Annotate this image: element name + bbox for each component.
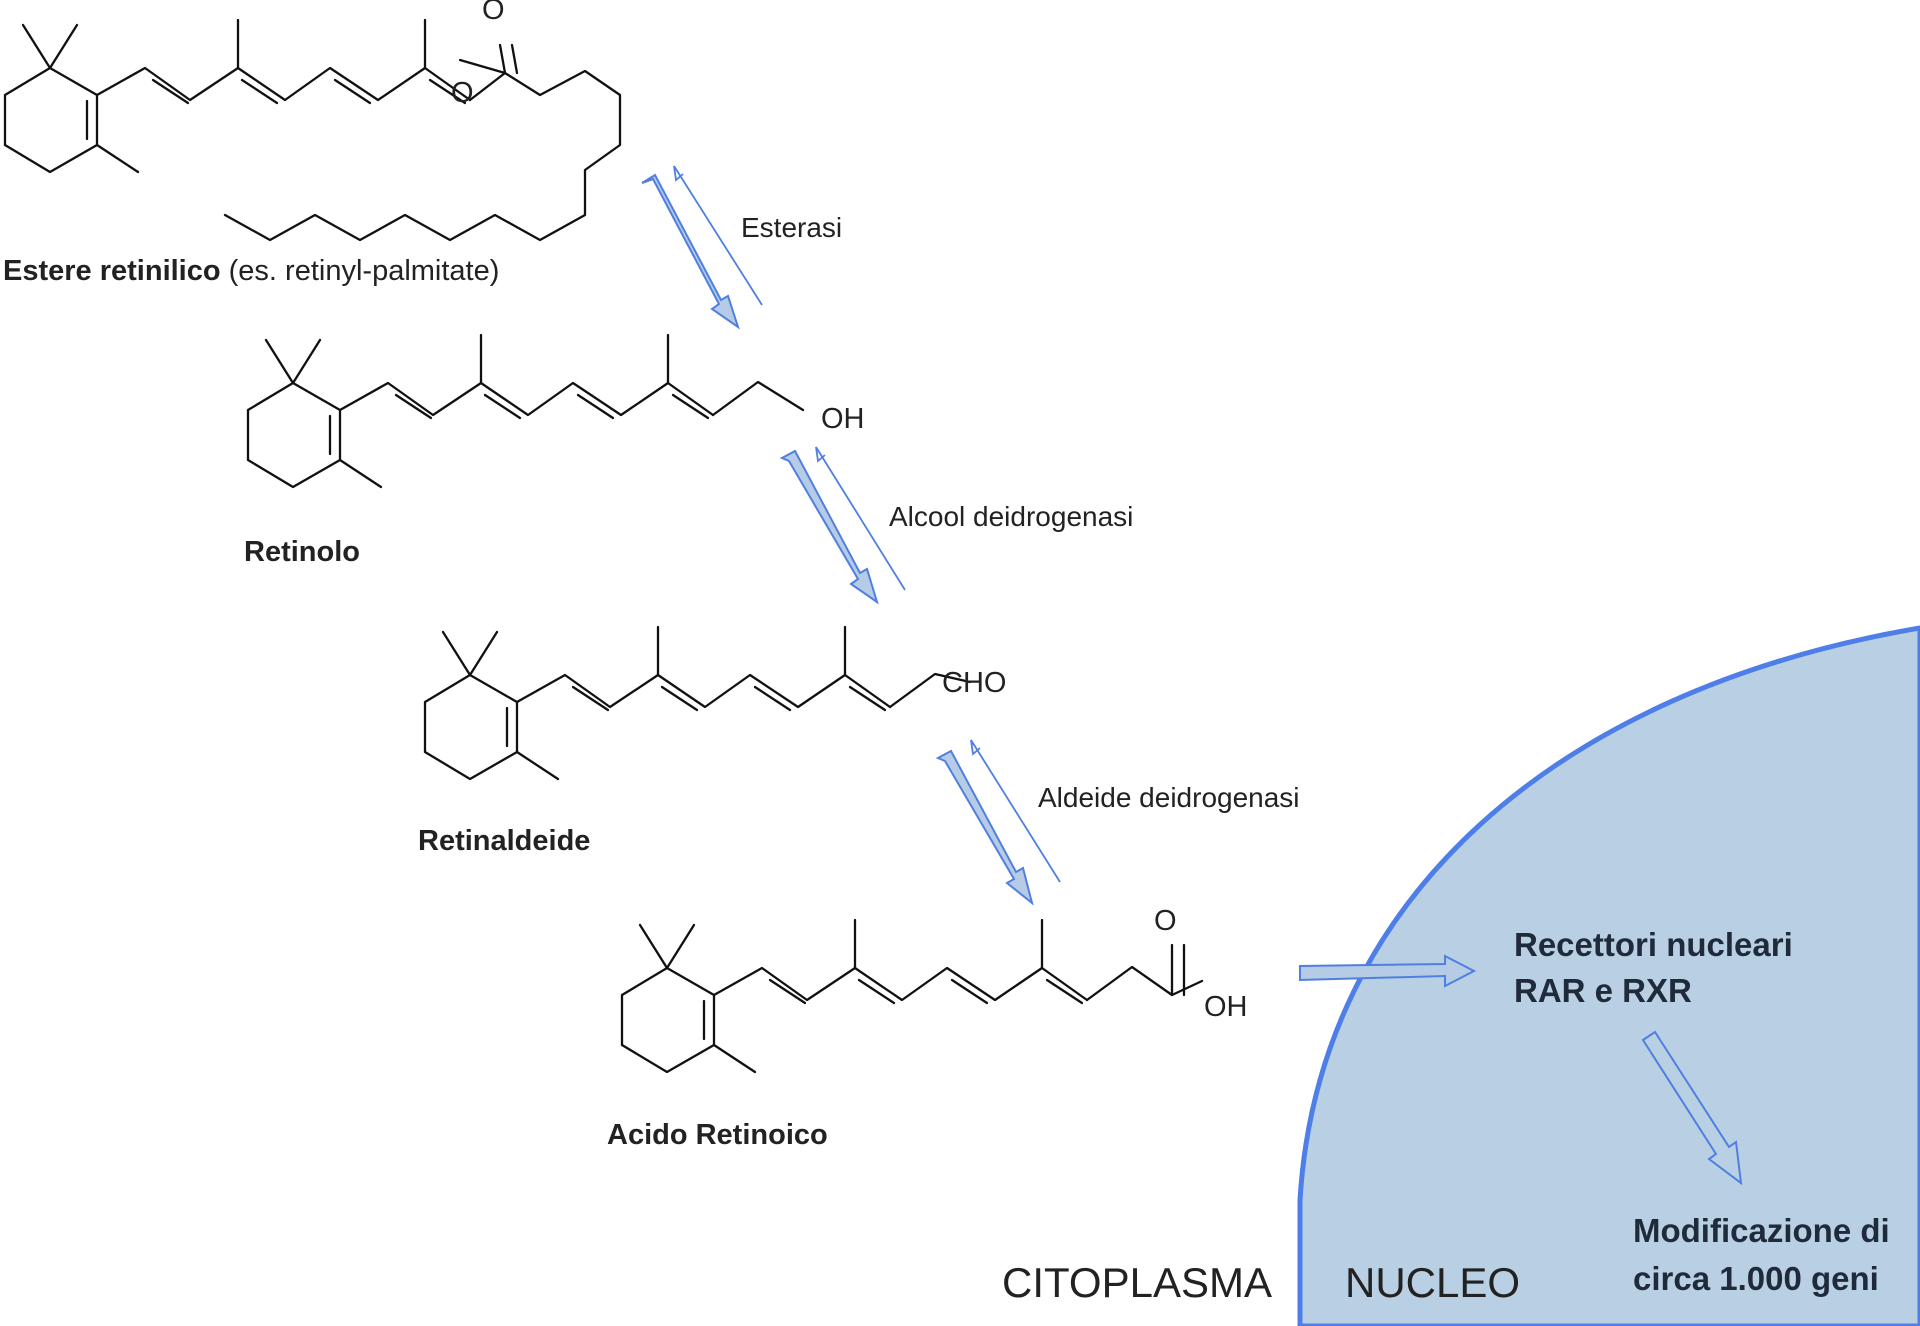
retinol-label: Retinolo (244, 536, 360, 568)
retinol-structure (246, 333, 805, 489)
genes-line-1: Modificazione di (1633, 1212, 1890, 1249)
ester-link-o: O (451, 77, 474, 109)
retinoic-acid-label: Acido Retinoico (607, 1119, 828, 1151)
ester-carbonyl-o: O (482, 0, 505, 26)
retinal-cho: CHO (942, 667, 1006, 699)
nucleus-membrane (1297, 625, 1920, 1326)
receptors-line-2: RAR e RXR (1514, 972, 1692, 1009)
acid-oh: OH (1204, 991, 1248, 1023)
retinyl-ester-structure: O O (3, 0, 622, 242)
acid-carbonyl-o: O (1154, 905, 1177, 937)
arrow-receptors-to-genes (1641, 1030, 1743, 1186)
genes-line-2: circa 1.000 geni (1633, 1260, 1879, 1297)
arrow-to-nucleus (1299, 954, 1477, 988)
retinol-oh: OH (821, 403, 865, 435)
enzyme-alcool-deidrogenasi: Alcool deidrogenasi (889, 501, 1133, 532)
enzyme-esterasi: Esterasi (741, 212, 842, 243)
reaction-arrow-aldehyde-dehydrogenase (935, 739, 1061, 906)
enzyme-aldeide-deidrogenasi: Aldeide deidrogenasi (1038, 782, 1300, 813)
retinaldehyde-label: Retinaldeide (418, 825, 590, 857)
reaction-arrow-alcohol-dehydrogenase (779, 446, 906, 605)
retinaldehyde-structure (423, 625, 972, 781)
region-cytoplasm: CITOPLASMA (1002, 1259, 1272, 1306)
reaction-arrow-esterase (641, 165, 763, 330)
ester-label: Estere retinilico (es. retinyl-palmitate… (3, 255, 499, 287)
region-nucleus: NUCLEO (1345, 1259, 1520, 1306)
retinoic-acid-structure (620, 918, 1204, 1074)
receptors-line-1: Recettori nucleari (1514, 926, 1793, 963)
